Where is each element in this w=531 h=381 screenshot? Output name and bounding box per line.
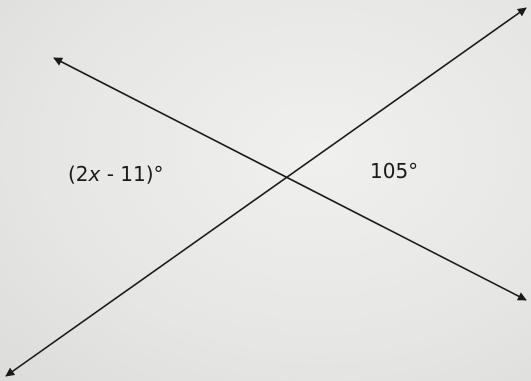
angle-label-right: 105° — [370, 159, 419, 183]
angle-left-suffix: - 11)° — [100, 162, 164, 186]
angle-label-left: (2x - 11)° — [68, 164, 164, 184]
line-ascending — [5, 7, 527, 377]
angle-left-prefix: (2 — [68, 162, 89, 186]
angle-left-variable: x — [88, 162, 101, 186]
